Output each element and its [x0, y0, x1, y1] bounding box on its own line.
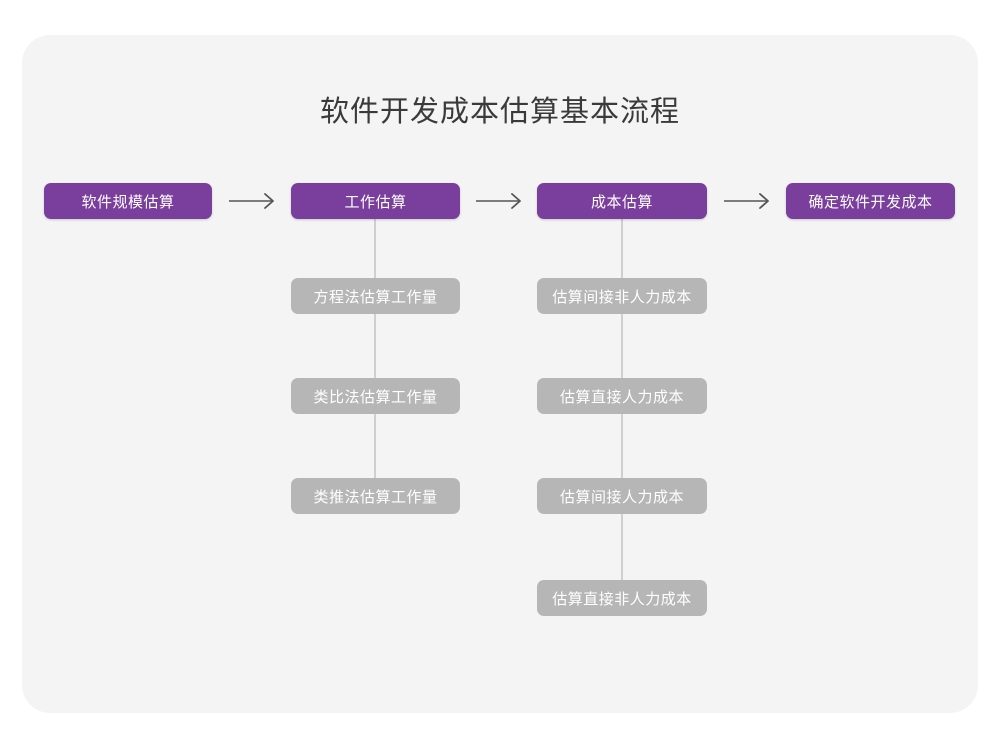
- flow-node-label: 估算直接人力成本: [559, 388, 684, 406]
- arrow-right-icon-2: [475, 189, 525, 213]
- flow-subnode-indirect-labor-cost[interactable]: 估算间接人力成本: [537, 478, 707, 514]
- flow-subnode-work-equation-method[interactable]: 方程法估算工作量: [291, 278, 460, 314]
- diagram-card: [22, 35, 978, 713]
- flow-subnode-direct-labor-cost[interactable]: 估算直接人力成本: [537, 378, 707, 414]
- flow-node-software-scale-estimation[interactable]: 软件规模估算: [44, 183, 212, 219]
- arrow-right-icon-1: [228, 189, 278, 213]
- flow-node-label: 确定软件开发成本: [808, 193, 933, 211]
- flow-node-label: 类比法估算工作量: [313, 388, 438, 406]
- flow-node-determine-development-cost[interactable]: 确定软件开发成本: [786, 183, 955, 219]
- flow-node-label: 软件规模估算: [81, 193, 175, 211]
- page-title: 软件开发成本估算基本流程: [319, 96, 680, 128]
- connector-line-work: [374, 218, 376, 498]
- flow-node-label: 类推法估算工作量: [313, 488, 438, 506]
- arrow-right-icon-3: [723, 189, 773, 213]
- flow-subnode-direct-nonlabor-cost[interactable]: 估算直接非人力成本: [537, 580, 707, 616]
- flow-subnode-indirect-nonlabor-cost[interactable]: 估算间接非人力成本: [537, 278, 707, 314]
- flow-node-work-estimation[interactable]: 工作估算: [291, 183, 460, 219]
- flow-node-label: 工作估算: [344, 193, 407, 211]
- flow-node-label: 方程法估算工作量: [313, 288, 438, 306]
- flow-node-label: 估算直接非人力成本: [552, 590, 692, 608]
- flow-node-cost-estimation[interactable]: 成本估算: [537, 183, 707, 219]
- flow-subnode-work-analogy-method[interactable]: 类比法估算工作量: [291, 378, 460, 414]
- flow-subnode-work-deduction-method[interactable]: 类推法估算工作量: [291, 478, 460, 514]
- flow-node-label: 估算间接非人力成本: [552, 288, 692, 306]
- flow-node-label: 估算间接人力成本: [559, 488, 684, 506]
- flow-node-label: 成本估算: [590, 193, 653, 211]
